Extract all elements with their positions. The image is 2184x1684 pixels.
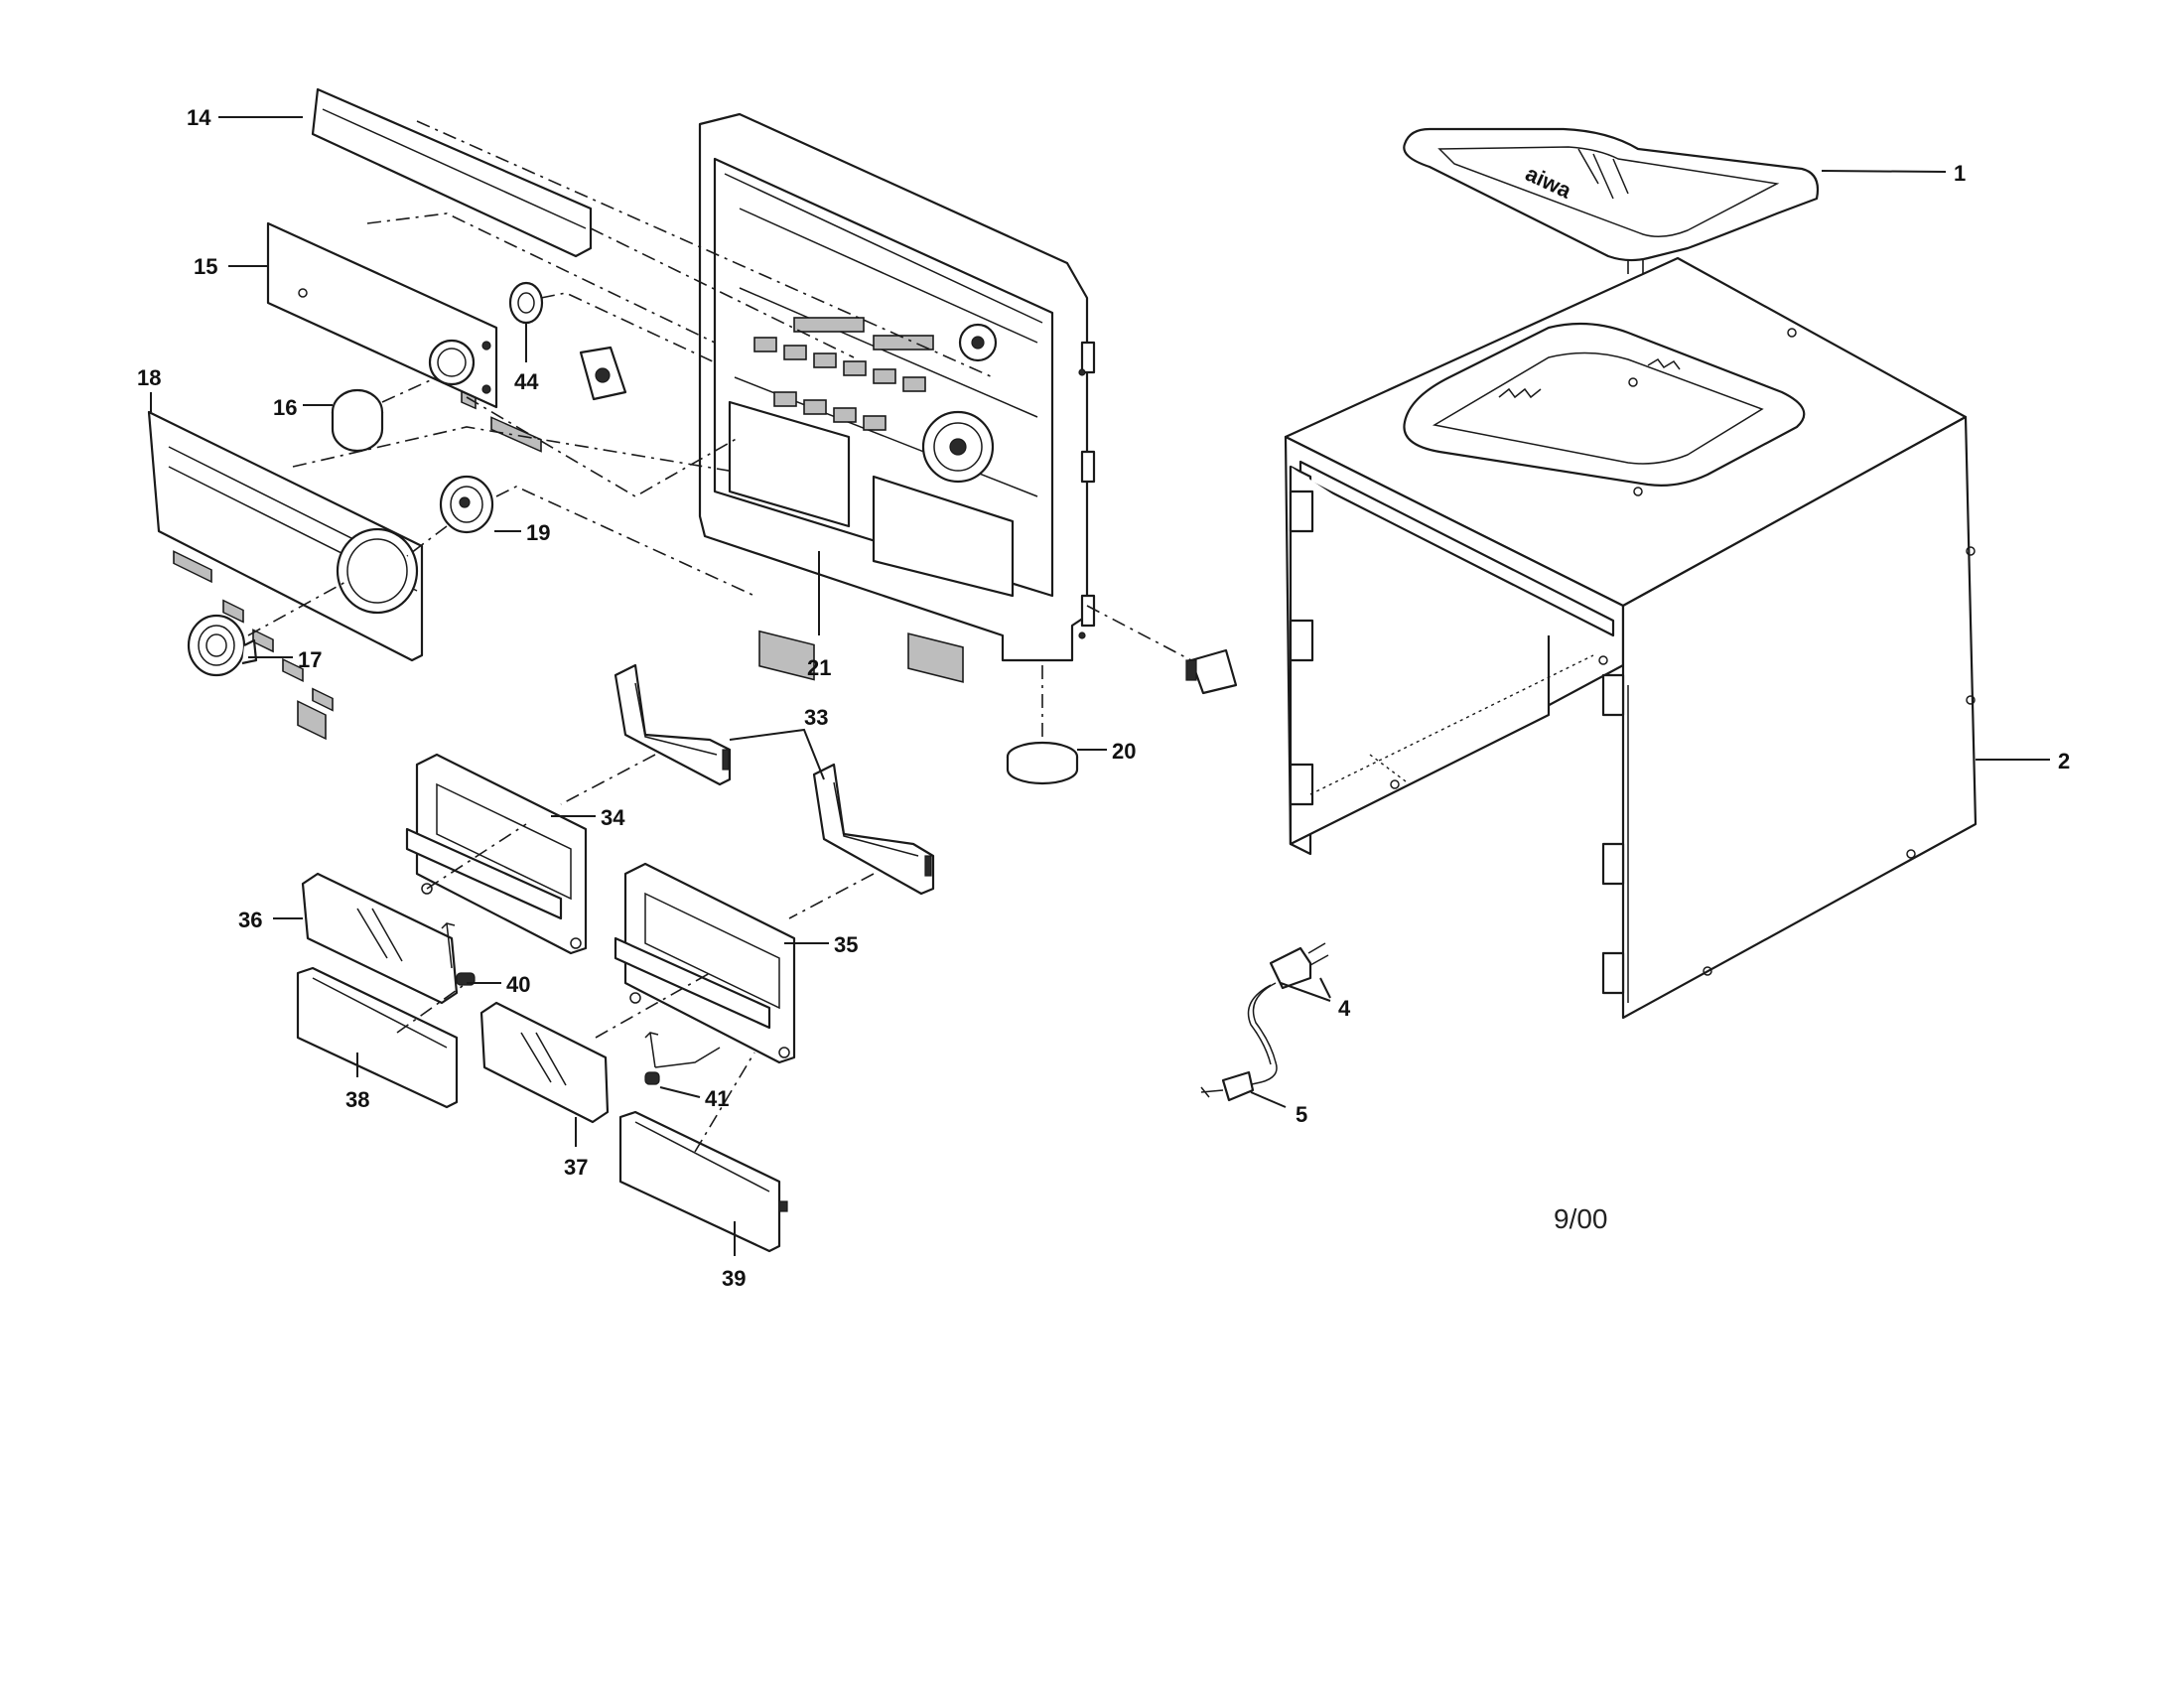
part-16-knob	[331, 388, 384, 453]
callout-2: 2	[2058, 749, 2070, 773]
callout-14: 14	[187, 105, 211, 130]
part-19-knob	[439, 475, 494, 534]
part-4-plug	[1269, 942, 1329, 990]
callout-37: 37	[564, 1155, 588, 1180]
part-38-cover	[296, 966, 459, 1109]
part-20-foot	[1006, 741, 1079, 785]
callout-20: 20	[1112, 739, 1136, 764]
part-39-cover	[618, 1110, 788, 1253]
callout-41: 41	[705, 1086, 729, 1111]
part-34-door-frame	[405, 753, 588, 955]
callout-21: 21	[807, 655, 831, 680]
part-21-front-chassis	[698, 112, 1096, 683]
callout-40: 40	[506, 972, 530, 997]
callout-15: 15	[194, 254, 217, 279]
callout-5: 5	[1296, 1102, 1307, 1127]
part-5-cord	[1200, 982, 1278, 1102]
callout-labels: 1 2 4 5 14 15 16 17 18 19 20 21 33 34 35…	[137, 105, 2070, 1291]
chassis-buttons	[753, 337, 926, 431]
callout-36: 36	[238, 908, 262, 932]
part-2-cabinet	[1284, 256, 1978, 1020]
date-code: 9/00	[1554, 1203, 1608, 1234]
callout-4: 4	[1338, 996, 1351, 1021]
part-17-knob	[187, 614, 258, 677]
callout-leaders	[150, 116, 2050, 1256]
part-33-bracket-upper	[614, 663, 732, 786]
callout-18: 18	[137, 365, 161, 390]
part-33-bracket-lower	[812, 763, 935, 896]
callout-1: 1	[1954, 161, 1966, 186]
part-41-spring	[644, 1032, 721, 1085]
part-14-button-strip	[311, 87, 593, 453]
callout-34: 34	[601, 805, 625, 830]
callout-39: 39	[722, 1266, 746, 1291]
callout-17: 17	[298, 647, 322, 672]
part-1-top-panel: aiwa	[1403, 127, 1820, 262]
button-cap-left	[579, 346, 627, 401]
callout-38: 38	[345, 1087, 369, 1112]
callout-16: 16	[273, 395, 297, 420]
callout-44: 44	[514, 369, 539, 394]
part-15-front-plate	[266, 221, 498, 409]
callout-33: 33	[804, 705, 828, 730]
part-44-knob	[508, 281, 544, 325]
part-36-lid	[301, 872, 459, 1005]
button-cap-right	[1185, 648, 1238, 695]
callout-19: 19	[526, 520, 550, 545]
part-35-door-frame	[614, 862, 796, 1064]
part-18-lower-panel	[147, 410, 424, 741]
part-37-lid	[479, 1001, 610, 1124]
callout-35: 35	[834, 932, 858, 957]
